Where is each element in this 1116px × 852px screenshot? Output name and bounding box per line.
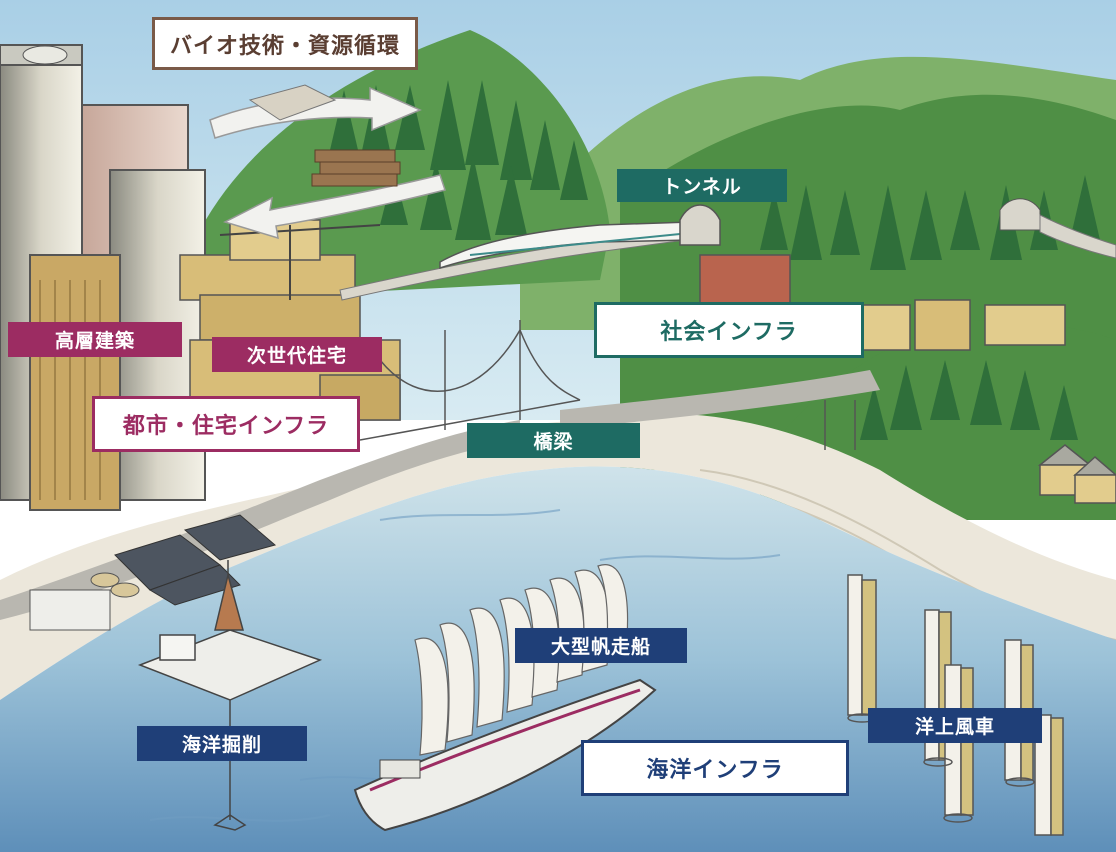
label-large-sailing-ship: 大型帆走船	[515, 628, 687, 663]
land-wind-turbines	[824, 400, 856, 450]
wood-chips	[248, 84, 337, 121]
label-highrise-building: 高層建築	[8, 322, 182, 357]
label-next-generation-housing: 次世代住宅	[212, 337, 382, 372]
drilling-platform	[137, 560, 323, 831]
label-bridge: 橋梁	[467, 423, 640, 458]
timber-logs	[311, 149, 401, 187]
label-ocean-infrastructure: 海洋インフラ	[581, 740, 849, 796]
solar-panels	[114, 514, 277, 606]
suspension-bridge	[359, 320, 581, 441]
label-tunnel: トンネル	[617, 169, 787, 202]
label-urban-housing-infrastructure: 都市・住宅インフラ	[92, 396, 360, 452]
road-right	[560, 370, 880, 430]
shoreline	[0, 413, 1116, 700]
crane	[219, 224, 381, 300]
coastal-building	[29, 589, 111, 631]
label-ocean-drilling: 海洋掘削	[137, 726, 307, 761]
offshore-wind-turbines	[847, 574, 1064, 836]
label-bio-resource-cycle: バイオ技術・資源循環	[152, 17, 418, 70]
label-social-infrastructure: 社会インフラ	[594, 302, 864, 358]
storage-tanks	[90, 572, 140, 598]
label-offshore-wind-turbine: 洋上風車	[868, 708, 1042, 743]
houses-right	[699, 254, 1116, 504]
conifer-trees	[330, 80, 1100, 270]
tunnel-portal	[679, 204, 721, 246]
